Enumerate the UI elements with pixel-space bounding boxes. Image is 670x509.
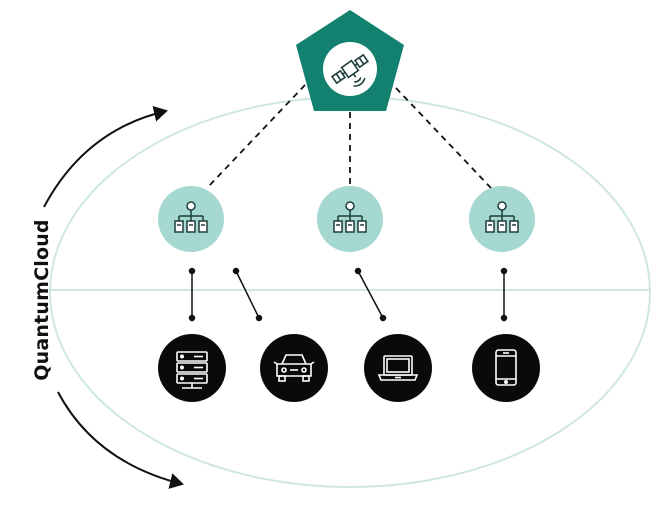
device-connectors <box>188 267 508 322</box>
connector-car <box>235 270 260 319</box>
connector-dot <box>500 267 508 275</box>
device-smartphone[interactable] <box>472 334 540 402</box>
network-boundary-ellipse <box>49 96 651 488</box>
bottom-curved-arrow <box>57 391 184 489</box>
hub-connector-right <box>395 87 492 189</box>
device-laptop[interactable] <box>364 334 432 402</box>
network-node-2[interactable] <box>317 186 383 252</box>
device-circle <box>364 334 432 402</box>
network-node-3[interactable] <box>469 186 535 252</box>
hub-node[interactable] <box>296 10 404 111</box>
server-icon <box>176 351 208 389</box>
connector-dot <box>188 267 196 275</box>
connector-dot <box>232 267 240 275</box>
network-hierarchy-icon <box>174 201 208 233</box>
hub-connector-left <box>207 84 306 188</box>
connector-dot <box>255 314 263 322</box>
connector-dot <box>500 314 508 322</box>
car-icon <box>273 354 315 382</box>
laptop-icon <box>377 355 419 381</box>
network-hierarchy-icon <box>333 201 367 233</box>
device-circle <box>158 334 226 402</box>
satellite-icon <box>331 53 369 87</box>
smartphone-icon <box>495 349 517 386</box>
network-node-1[interactable] <box>158 186 224 252</box>
connector-dot <box>379 314 387 322</box>
brand-label: QuantumCloud <box>31 219 53 380</box>
device-circle <box>472 334 540 402</box>
top-curved-arrow <box>43 105 168 208</box>
connector-laptop <box>357 270 384 319</box>
device-circle <box>260 334 328 402</box>
connector-dot <box>188 314 196 322</box>
network-hierarchy-icon <box>485 201 519 233</box>
device-car[interactable] <box>260 334 328 402</box>
connector-dot <box>354 267 362 275</box>
device-server[interactable] <box>158 334 226 402</box>
